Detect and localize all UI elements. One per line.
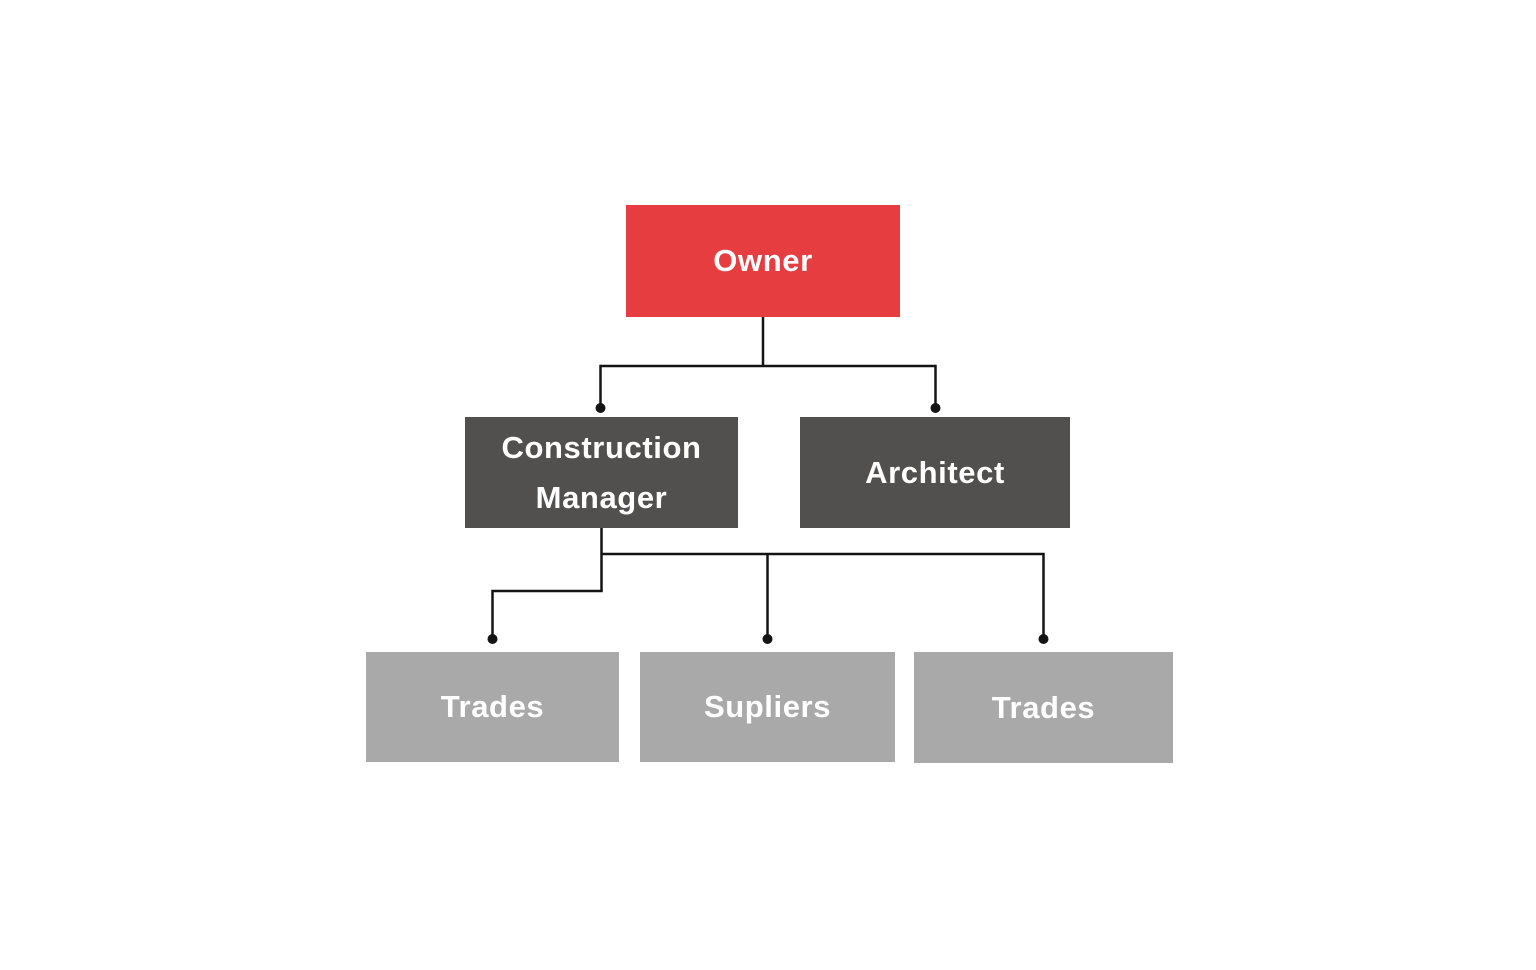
edge-owner-to-children	[595, 316, 941, 413]
connector-dot-construction-manager	[595, 403, 606, 413]
node-trades-left-label: Trades	[440, 689, 545, 724]
edge-cm-branch-right	[601, 552, 1045, 635]
node-trades-left: Trades	[366, 652, 619, 762]
node-owner-label: Owner	[713, 243, 813, 278]
node-trades-right: Trades	[914, 652, 1173, 763]
node-architect: Architect	[800, 417, 1070, 528]
node-supliers: Supliers	[640, 652, 895, 762]
connector-dot-trades-left	[487, 634, 498, 644]
node-construction-manager: Construction Manager	[465, 417, 738, 528]
edge-cm-to-children	[487, 528, 1049, 644]
node-architect-label: Architect	[865, 454, 1005, 490]
node-supliers-label: Supliers	[703, 689, 832, 724]
edge-cm-branch-left	[491, 589, 603, 635]
connector-dot-supliers	[762, 634, 773, 644]
node-owner: Owner	[626, 205, 900, 317]
node-trades-right-label: Trades	[991, 689, 1096, 725]
connector-dot-trades-right	[1038, 634, 1049, 644]
node-construction-manager-label: Construction Manager	[501, 429, 702, 515]
connector-dot-architect	[930, 403, 941, 413]
